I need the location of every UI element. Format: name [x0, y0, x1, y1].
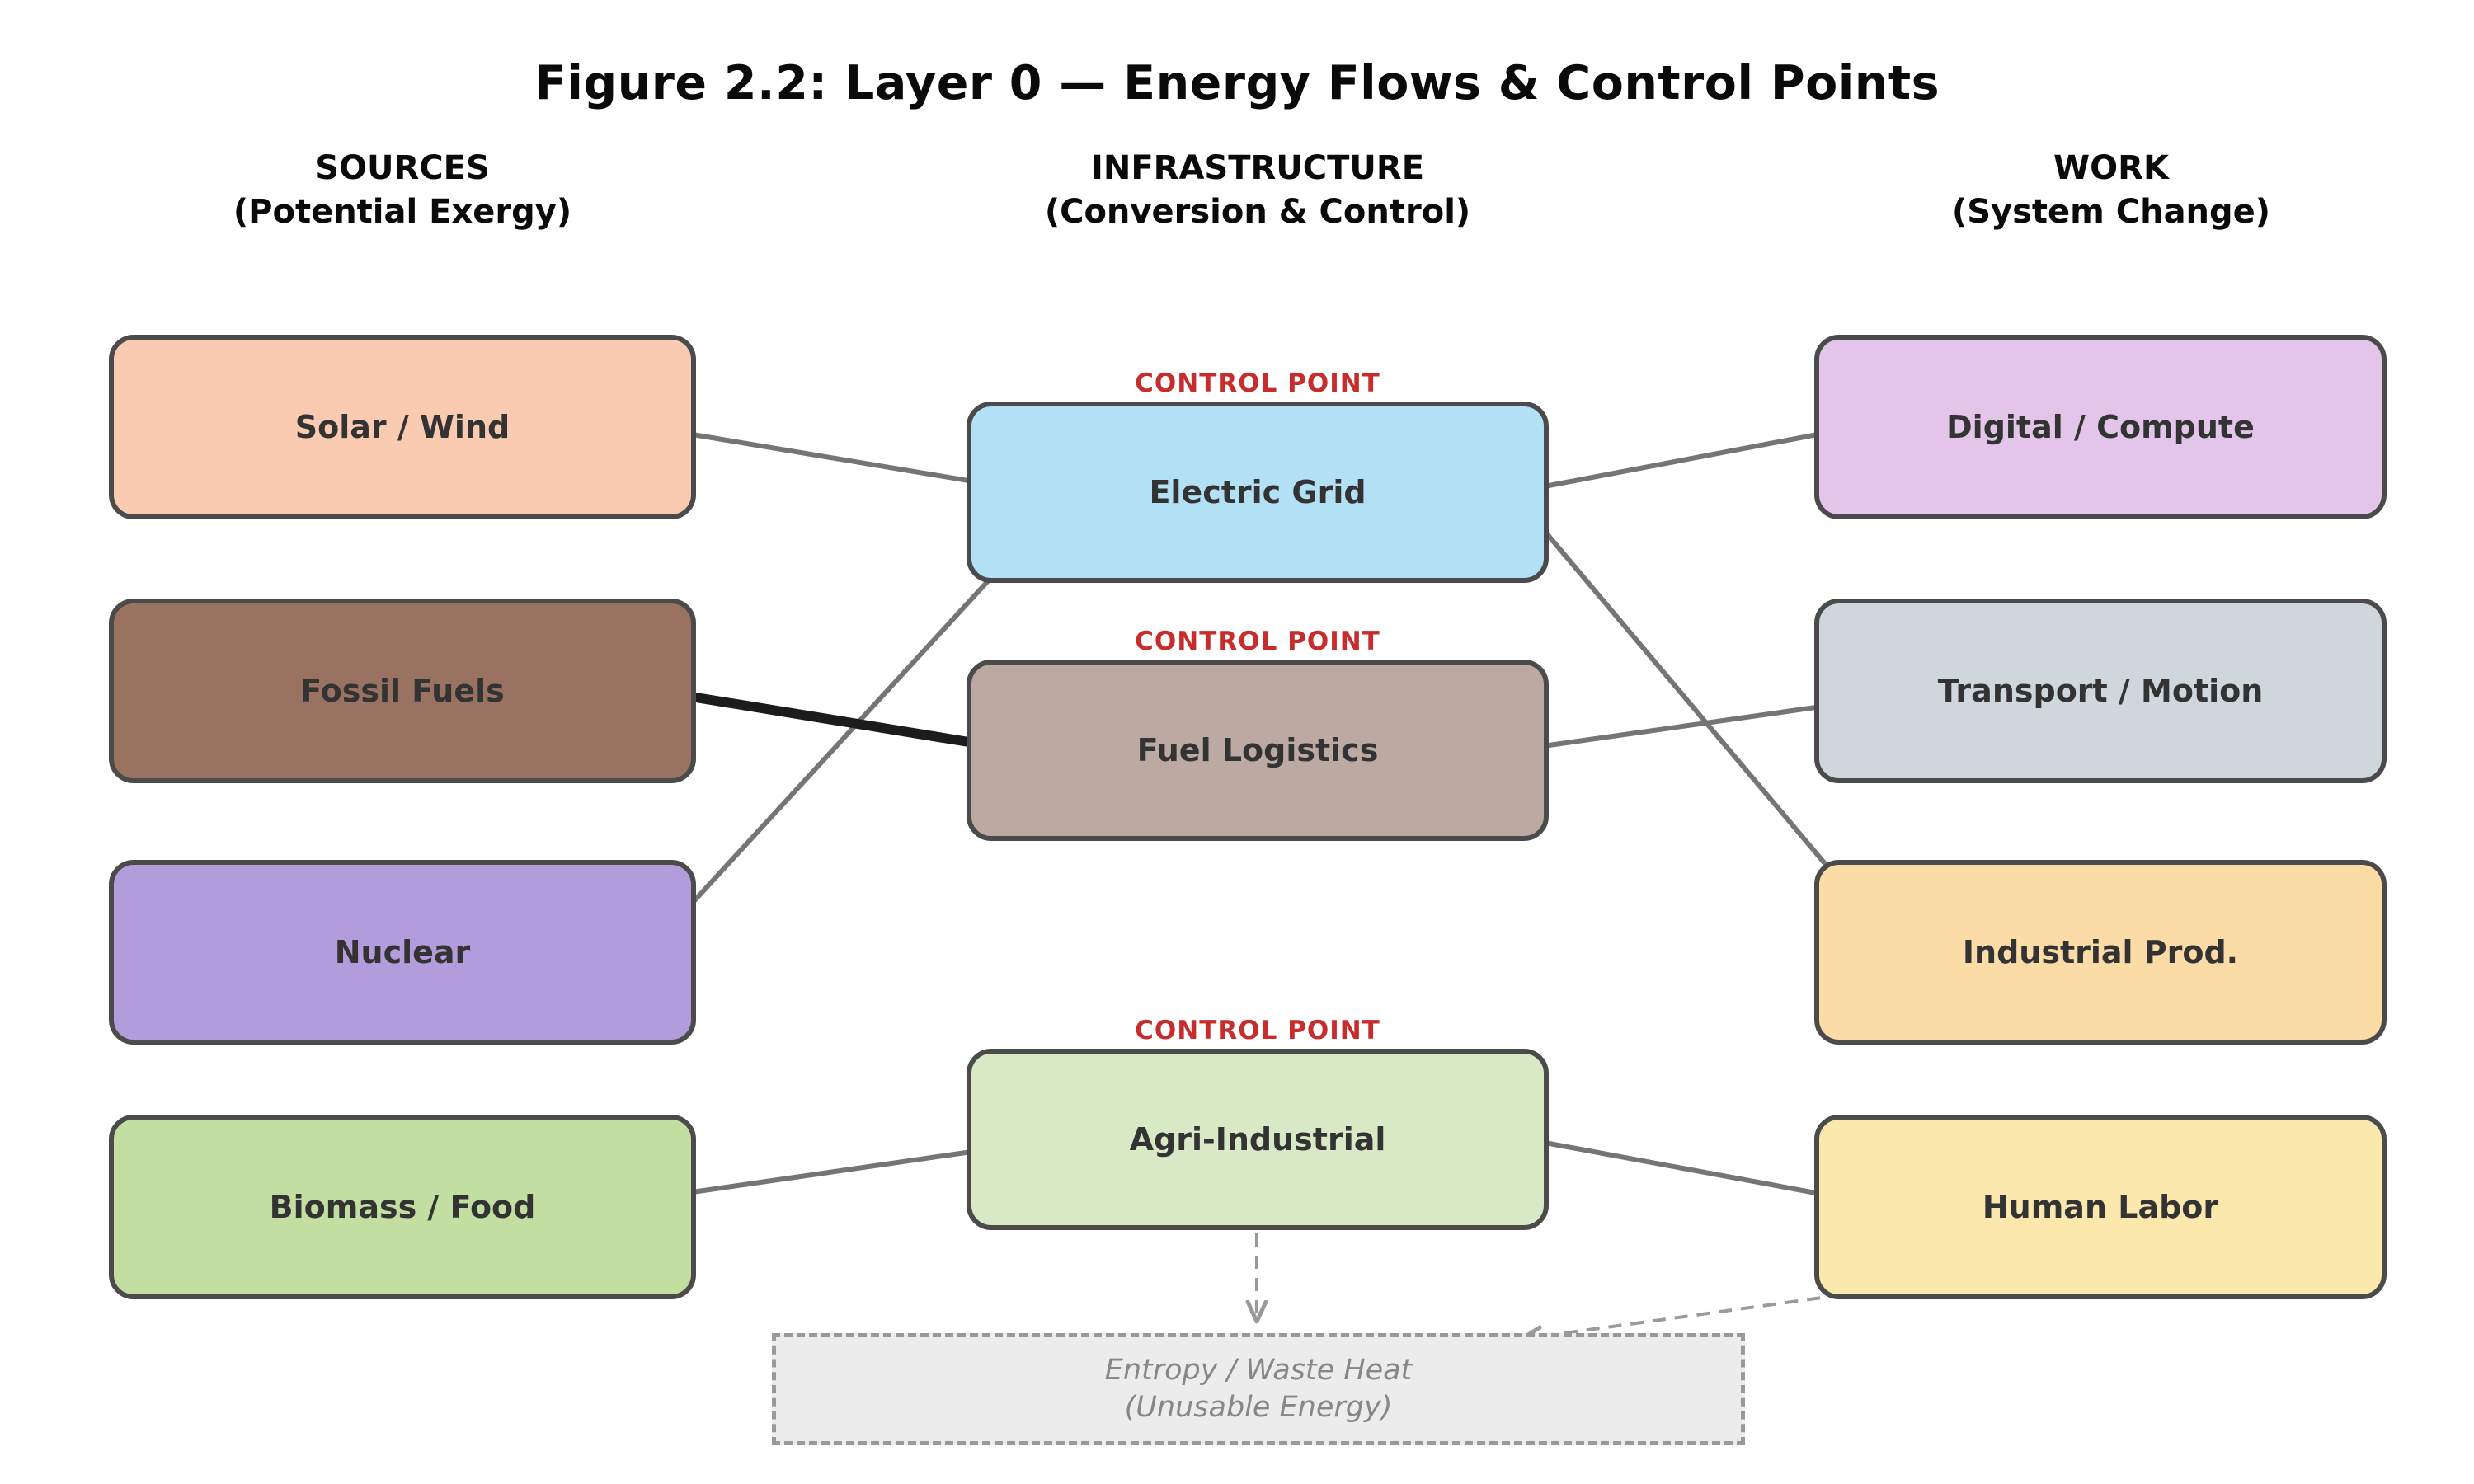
node-electric-grid-label: Electric Grid — [1149, 474, 1366, 510]
node-solar-wind-label: Solar / Wind — [294, 409, 510, 445]
control-point-label-agri: CONTROL POINT — [1135, 1016, 1380, 1045]
node-nuclear-label: Nuclear — [334, 934, 471, 970]
node-fossil-fuels: Fossil Fuels — [109, 599, 696, 783]
control-point-label-fuel: CONTROL POINT — [1135, 627, 1380, 656]
entropy-waste-box: Entropy / Waste Heat (Unusable Energy) — [772, 1333, 1745, 1445]
node-fuel-logistics-label: Fuel Logistics — [1136, 732, 1379, 768]
column-header-infrastructure: INFRASTRUCTURE (Conversion & Control) — [887, 147, 1629, 234]
node-agri-industrial-label: Agri-Industrial — [1129, 1121, 1386, 1158]
column-header-infrastructure-line1: INFRASTRUCTURE — [1090, 149, 1425, 187]
node-fossil-fuels-label: Fossil Fuels — [300, 673, 505, 709]
node-fuel-logistics: Fuel Logistics — [967, 660, 1549, 841]
node-agri-industrial: Agri-Industrial — [967, 1049, 1549, 1230]
node-industrial-prod-label: Industrial Prod. — [1962, 934, 2239, 970]
node-biomass-food-label: Biomass / Food — [269, 1189, 536, 1225]
column-header-work: WORK (System Change) — [1740, 147, 2474, 234]
node-nuclear: Nuclear — [109, 860, 696, 1045]
node-digital-compute-label: Digital / Compute — [1946, 409, 2255, 445]
figure-title: Figure 2.2: Layer 0 — Energy Flows & Con… — [534, 56, 1940, 110]
node-human-labor: Human Labor — [1814, 1115, 2387, 1299]
node-solar-wind: Solar / Wind — [109, 335, 696, 519]
node-biomass-food: Biomass / Food — [109, 1115, 696, 1299]
entropy-waste-line1: Entropy / Waste Heat — [1104, 1354, 1413, 1388]
control-point-label-grid: CONTROL POINT — [1135, 369, 1380, 398]
column-header-work-line2: (System Change) — [1951, 192, 2271, 231]
entropy-waste-line2: (Unusable Energy) — [1124, 1391, 1393, 1424]
column-header-sources: SOURCES (Potential Exergy) — [31, 147, 774, 234]
node-industrial-prod: Industrial Prod. — [1814, 860, 2387, 1045]
column-header-infrastructure-line2: (Conversion & Control) — [1044, 192, 1471, 231]
column-header-sources-line2: (Potential Exergy) — [233, 192, 572, 231]
node-transport-motion-label: Transport / Motion — [1937, 673, 2264, 709]
node-human-labor-label: Human Labor — [1982, 1189, 2219, 1225]
column-header-sources-line1: SOURCES — [315, 149, 490, 187]
node-digital-compute: Digital / Compute — [1814, 335, 2387, 519]
node-transport-motion: Transport / Motion — [1814, 599, 2387, 783]
node-electric-grid: Electric Grid — [967, 402, 1549, 583]
column-header-work-line1: WORK — [2053, 149, 2169, 187]
